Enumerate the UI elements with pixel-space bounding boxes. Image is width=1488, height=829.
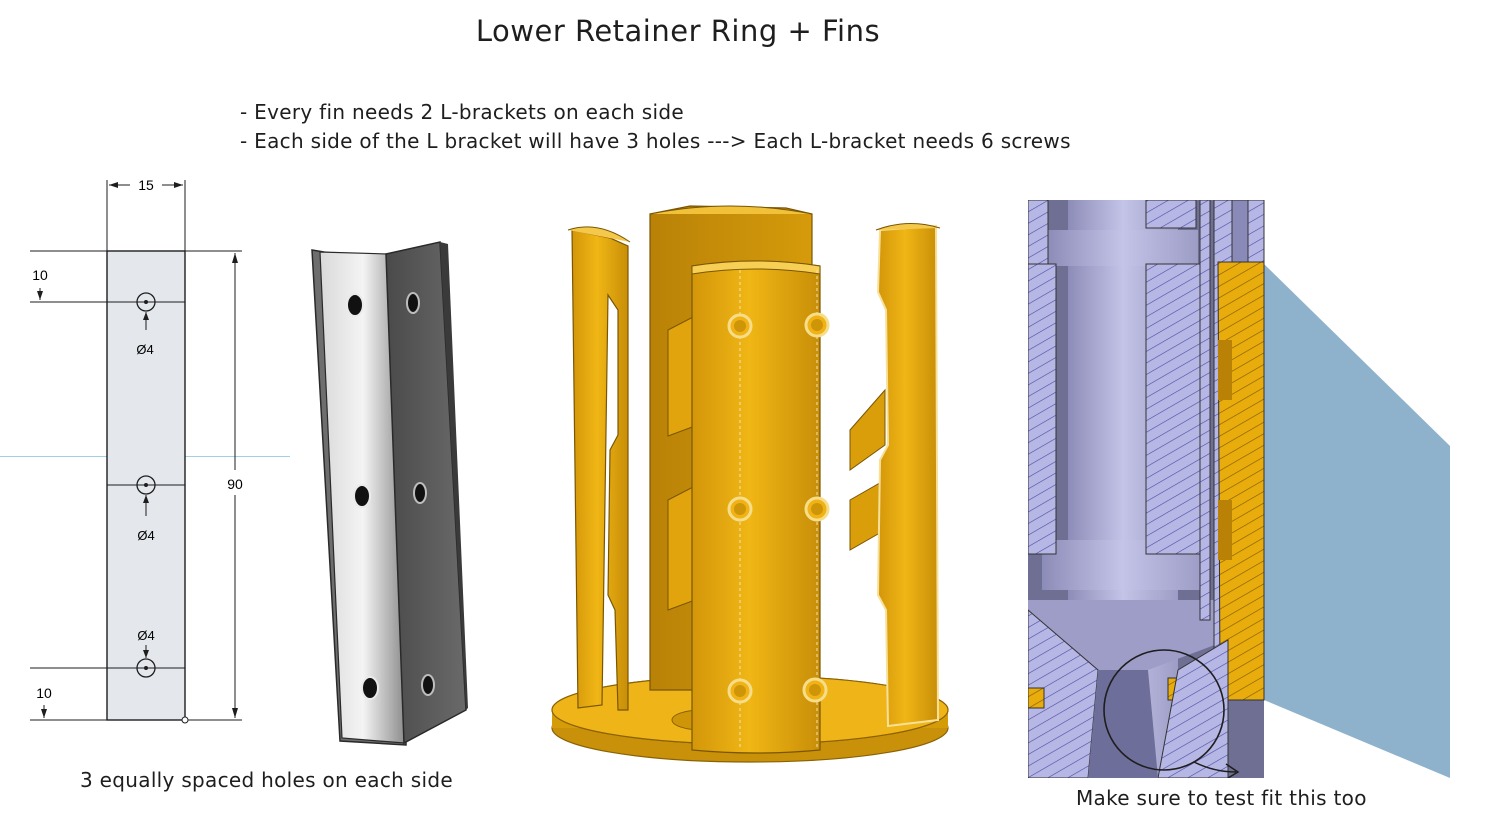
sketch-hole-1: Ø4 xyxy=(107,292,185,357)
bracket-sketch: 15 90 10 10 Ø4 Ø4 Ø4 xyxy=(30,177,243,724)
caption-test-fit: Make sure to test fit this too xyxy=(1076,786,1367,810)
page-title: Lower Retainer Ring + Fins xyxy=(475,14,881,48)
sketch-hole-2: Ø4 xyxy=(107,475,185,543)
retainer-ring-render xyxy=(551,205,949,763)
cross-section-render xyxy=(1028,200,1450,778)
note-holes-per-side: - Each side of the L bracket will have 3… xyxy=(240,129,1071,153)
svg-text:Ø4: Ø4 xyxy=(137,528,154,543)
sketch-hole-3: Ø4 xyxy=(107,628,185,678)
note-brackets-per-fin: - Every fin needs 2 L-brackets on each s… xyxy=(240,100,684,124)
height-dim-label: 90 xyxy=(227,476,243,492)
width-dim-label: 15 xyxy=(138,177,154,193)
svg-text:Ø4: Ø4 xyxy=(136,342,153,357)
caption-holes: 3 equally spaced holes on each side xyxy=(80,768,453,792)
bottom-offset-dim-label: 10 xyxy=(36,685,52,701)
l-bracket-render xyxy=(311,241,468,746)
svg-text:Ø4: Ø4 xyxy=(137,628,154,643)
top-offset-dim-label: 10 xyxy=(32,267,48,283)
